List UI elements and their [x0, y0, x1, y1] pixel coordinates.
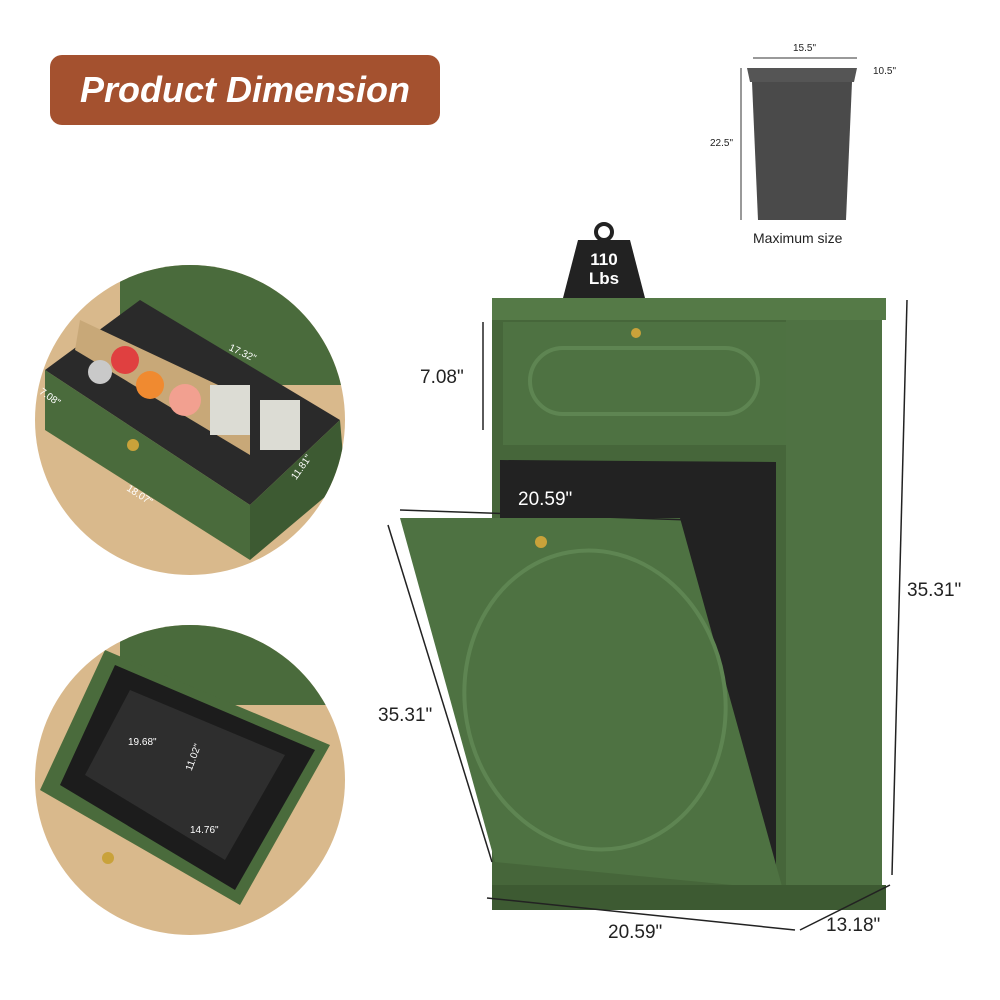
weight-icon — [563, 222, 645, 298]
max-bin-caption: Maximum size — [753, 230, 843, 246]
weight-value: 110 — [590, 250, 618, 269]
depth-label: 13.18" — [826, 915, 881, 936]
total-height-label: 35.31" — [907, 580, 962, 601]
dimension-lines — [387, 299, 908, 931]
bin-height-label: 22.5" — [710, 138, 734, 149]
cabinet-image — [400, 298, 886, 910]
drawer-detail-image — [35, 265, 345, 575]
bin-depth-label: 10.5" — [873, 66, 897, 77]
bin-width-label: 15.5" — [793, 43, 817, 54]
basket-width-label: 19.68" — [128, 737, 157, 748]
max-bin-image — [740, 57, 857, 220]
drawer-height-label: 7.08" — [420, 367, 464, 388]
width-label: 20.59" — [608, 922, 663, 943]
basket-depth-label: 14.76" — [190, 825, 219, 836]
weight-unit: Lbs — [588, 269, 620, 288]
tilt-width-label: 20.59" — [518, 489, 573, 510]
weight-badge: 110 Lbs — [578, 250, 630, 288]
tilt-height-label: 35.31" — [378, 705, 433, 726]
basket-detail-image — [35, 625, 345, 935]
title-badge: Product Dimension — [50, 55, 440, 125]
